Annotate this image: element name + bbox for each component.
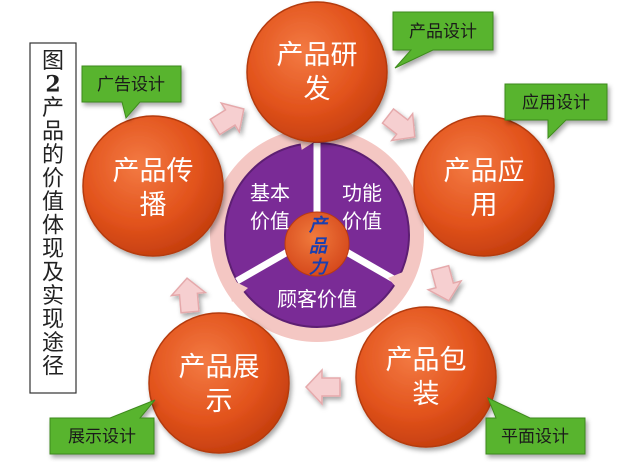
caption-char: 现 bbox=[42, 308, 64, 333]
callout-product-design bbox=[392, 11, 494, 69]
caption-char: 及 bbox=[42, 261, 64, 286]
caption-char: 产 bbox=[42, 96, 64, 121]
node-product-apply bbox=[413, 115, 555, 257]
node-product-apply-label: 产品应 bbox=[444, 156, 525, 187]
arrow-package-to-display bbox=[304, 368, 341, 406]
caption-char: 径 bbox=[42, 355, 64, 380]
ring-arrow-left bbox=[226, 277, 248, 302]
callout-apply-design bbox=[504, 83, 608, 140]
caption-char: 实 bbox=[42, 284, 64, 309]
core-char-1: 产 bbox=[308, 215, 329, 236]
arrow-display-to-spread bbox=[169, 277, 208, 314]
node-product-display-label-2: 示 bbox=[206, 386, 233, 417]
basic-value-label-2: 价值 bbox=[250, 209, 290, 233]
node-product-spread bbox=[82, 115, 224, 257]
caption-char: 价 bbox=[42, 167, 64, 192]
node-product-package bbox=[355, 306, 497, 448]
arrow-apply-to-package bbox=[426, 264, 463, 302]
callout-flat-design bbox=[485, 396, 586, 455]
node-product-apply-label-2: 用 bbox=[471, 190, 498, 221]
caption-char: 现 bbox=[42, 237, 64, 262]
caption-char: 的 bbox=[42, 143, 64, 168]
core-circle: 产 品 力 bbox=[284, 211, 350, 278]
function-value-label: 功能 bbox=[342, 181, 382, 205]
node-product-spread-label-2: 播 bbox=[140, 190, 167, 221]
basic-value-label: 基本 bbox=[250, 181, 290, 205]
callout-ad-design-label: 广告设计 bbox=[97, 75, 165, 95]
node-product-display bbox=[148, 312, 290, 454]
callout-product-design-label: 产品设计 bbox=[409, 22, 477, 42]
callout-ad-design bbox=[81, 65, 182, 120]
callout-display-design-label: 展示设计 bbox=[68, 427, 136, 447]
caption-char: 2 bbox=[45, 72, 60, 98]
ring-arrow-right bbox=[388, 270, 408, 296]
caption-char: 品 bbox=[42, 120, 64, 145]
node-product-rd-label-2: 发 bbox=[304, 74, 331, 105]
node-product-package-label-2: 装 bbox=[413, 379, 440, 410]
customer-value-label: 顾客价值 bbox=[277, 287, 357, 311]
caption-char: 图 bbox=[42, 49, 64, 74]
node-product-display-label: 产品展 bbox=[179, 352, 260, 383]
callout-apply-design-label: 应用设计 bbox=[522, 93, 590, 113]
core-char-3: 力 bbox=[309, 257, 329, 278]
callout-flat-design-label: 平面设计 bbox=[501, 427, 569, 447]
callout-display-design bbox=[49, 399, 156, 455]
node-product-rd bbox=[246, 1, 388, 143]
caption-char: 途 bbox=[42, 331, 64, 356]
node-product-spread-label: 产品传 bbox=[113, 156, 194, 187]
core-char-2: 品 bbox=[309, 236, 328, 257]
arrow-rd-to-apply bbox=[381, 107, 416, 142]
arrow-spread-to-rd bbox=[209, 101, 245, 136]
node-product-package-label: 产品包 bbox=[386, 345, 467, 376]
flow-arrows bbox=[169, 101, 463, 406]
caption-char: 体 bbox=[42, 214, 64, 239]
function-value-label-2: 价值 bbox=[342, 209, 382, 233]
caption-char: 值 bbox=[42, 190, 64, 215]
node-product-rd-label: 产品研 bbox=[277, 40, 358, 71]
